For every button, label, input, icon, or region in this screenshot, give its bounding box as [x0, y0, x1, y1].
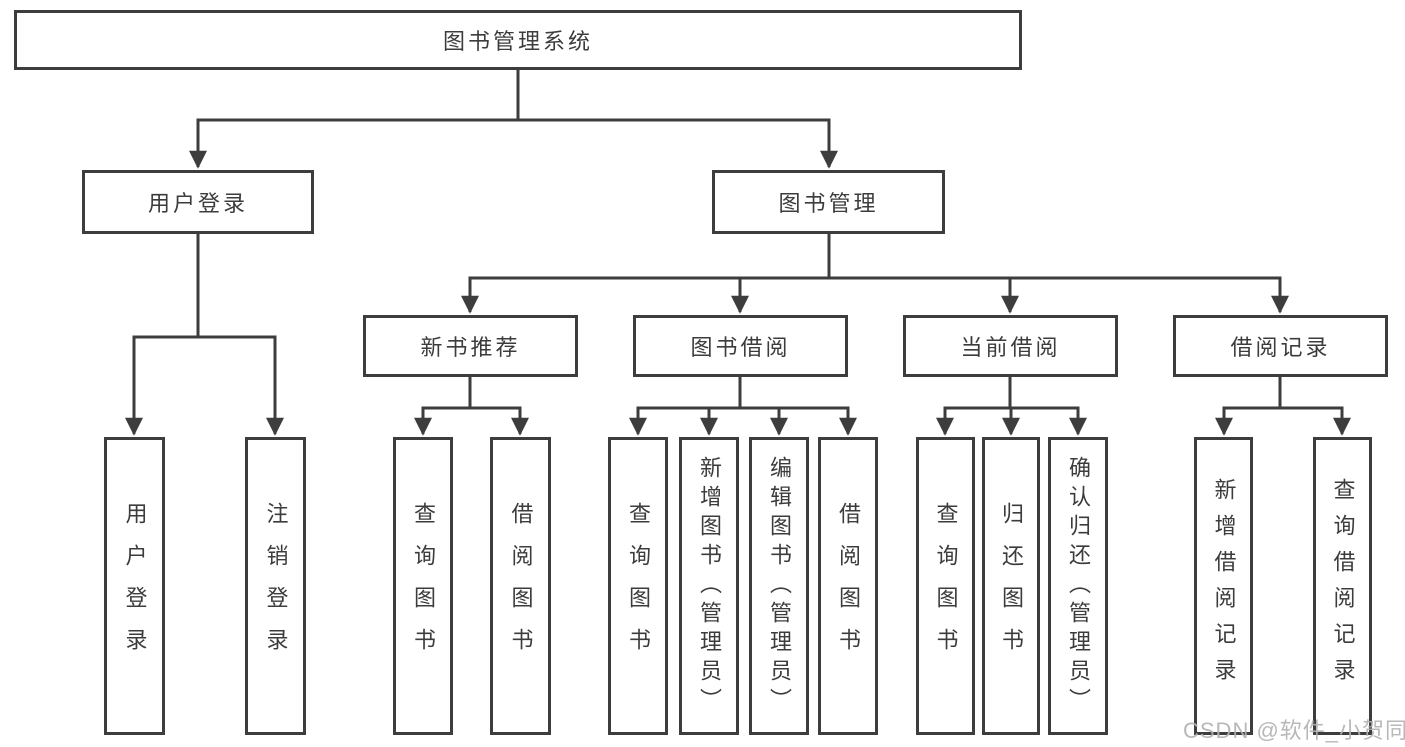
node-current-borrowing: 当前借阅 — [903, 315, 1118, 377]
node-user-login: 用户登录 — [82, 170, 314, 234]
node-book-management: 图书管理 — [712, 170, 945, 234]
leaf-logout: 注销登录 — [245, 437, 306, 735]
leaf-query-books-recommend: 查询图书 — [393, 437, 453, 735]
leaf-confirm-return-admin: 确认归还（管理员） — [1048, 437, 1108, 735]
leaf-add-borrow-record: 新增借阅记录 — [1194, 437, 1253, 735]
leaf-query-borrow-record: 查询借阅记录 — [1313, 437, 1372, 735]
leaf-return-books: 归还图书 — [982, 437, 1040, 735]
leaf-add-books-admin: 新增图书（管理员） — [679, 437, 739, 735]
connector-arrows — [125, 120, 1351, 436]
leaf-query-books-borrow: 查询图书 — [608, 437, 668, 735]
leaf-borrow-books: 借阅图书 — [818, 437, 878, 735]
leaf-borrow-books-recommend: 借阅图书 — [490, 437, 551, 735]
node-book-borrowing: 图书借阅 — [633, 315, 848, 377]
node-borrowing-records: 借阅记录 — [1173, 315, 1388, 377]
node-new-book-recommendation: 新书推荐 — [363, 315, 578, 377]
csdn-watermark: CSDN @软件_小贺同学 — [1183, 718, 1405, 743]
leaf-query-books-current: 查询图书 — [916, 437, 975, 735]
node-library-management-system: 图书管理系统 — [14, 10, 1022, 70]
leaf-edit-books-admin: 编辑图书（管理员） — [749, 437, 809, 735]
leaf-user-login: 用户登录 — [104, 437, 165, 735]
